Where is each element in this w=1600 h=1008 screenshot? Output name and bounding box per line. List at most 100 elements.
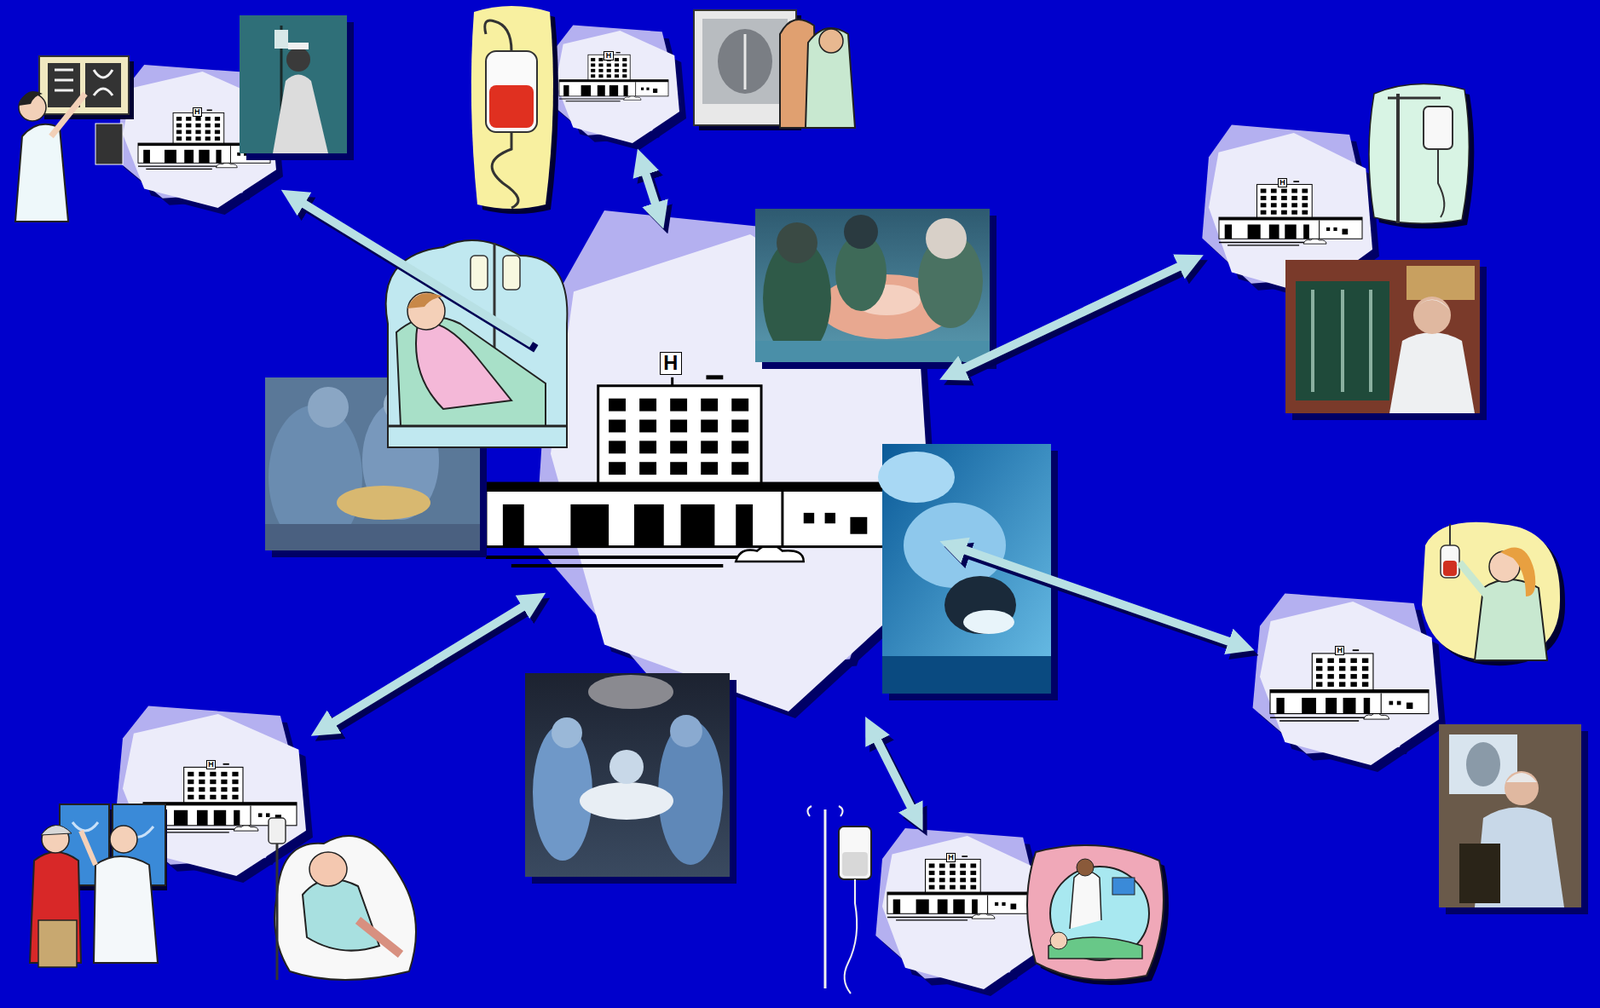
doctor-photo-part [1389,332,1475,414]
hospital-building-part [220,779,227,785]
hospital-building-part [1326,227,1330,232]
hospital-building-part [231,779,238,785]
hospital-building-part [731,440,749,454]
hospital-building-part [961,855,968,858]
doctor-photo-part [1285,259,1480,414]
hospital-building-part [230,145,232,163]
hospital-building-part [173,112,225,144]
hospital-building-part [1339,674,1346,680]
hospital-building-part [231,772,238,777]
hospital-building-part [634,504,665,548]
hospital-building-part [670,398,688,412]
hospital-building-part [205,136,211,141]
doctor-photo [1285,259,1487,421]
doctor-photo-part [1504,771,1539,806]
hospital-building-part [970,877,977,883]
hospital-building-part [887,917,977,920]
iv-bag-clipart-part [489,85,534,128]
hospital-building-part [959,871,966,876]
hospital-building-part [590,69,595,73]
hospital-building-part [214,123,220,128]
hospital-building [1270,649,1429,722]
hospital-building-part [207,109,213,112]
mri-clipart-part [1050,932,1068,950]
patient-bed-clipart-part [470,255,488,290]
hospital-building-part [1224,224,1232,239]
hospital-building-part [205,116,211,122]
hospital-building-part [1350,666,1357,672]
hospital-building-part [949,863,956,868]
hospital-building-part [485,483,910,492]
hospital-emblem [550,24,687,151]
hospital-building-part [185,116,191,122]
iv-pole-clipart-part [807,806,843,817]
hospital-building-part [184,150,194,164]
hospital-building-part [1260,188,1267,193]
hospital-building-part [1327,681,1334,688]
hospital-building-part [1318,219,1320,239]
hospital-building-part [1350,681,1357,688]
hospital-building [887,855,1031,921]
hospital-building-part [195,136,201,141]
doctors-clipart-part [40,825,72,836]
hospital-building-part [959,877,966,883]
hospital-building-part [214,130,220,135]
hospital-building-part [1339,681,1346,688]
xray-monitor-clipart-part [819,28,844,53]
connectors [294,164,1239,817]
doctor-photo-part [1466,742,1501,787]
iv-bag-clipart [471,5,559,214]
hospital-sign: H [603,51,613,61]
hospital-building-part [570,504,609,548]
hospital-building-part [705,375,723,380]
hospital-node: H [882,836,1046,990]
hospital-building-part [590,57,595,62]
doctor-photo-part [1311,289,1315,393]
hospital-building-part [1276,698,1284,715]
hospital-building-part [1010,904,1017,911]
hospital-building-part [994,902,999,907]
hospital-building-part [929,863,936,868]
hospital-building-part [609,85,619,97]
mri-clipart-part [1027,845,1164,981]
hospital-building-part [185,130,191,135]
doctor-photo [1438,724,1589,915]
patient-bed-clipart-part [387,425,567,428]
hospital-building-part [1311,653,1374,691]
hospital-building-part [1284,224,1296,239]
hospital-building-part [614,74,619,78]
hospital-building-part [925,859,982,893]
surgery-photo-part [903,502,1006,589]
iv-pole-clipart-part [842,852,868,877]
hospital-building-part [220,795,227,800]
hospital-building-part [1260,210,1267,215]
hospital-building-part [959,863,966,868]
hospital-building-part [616,51,621,53]
hospital-building-part [187,779,194,785]
hospital-building-part [1281,202,1288,208]
hospital-node: H [1208,132,1373,295]
double-arrow [955,547,1240,646]
hospital-building-part [939,885,946,890]
hospital-building-part [1291,202,1298,208]
hospital-building-part [959,885,966,890]
hospital-building-part [198,779,205,785]
hospital-node: H [1259,601,1439,766]
hospital-building-part [231,787,238,792]
hospital-building-part [176,123,182,128]
mri-clipart-part [1076,859,1094,877]
hospital-building-part [1281,188,1288,193]
iv-bag-clipart-part [1438,149,1445,218]
connector-shadows [299,169,1243,822]
hospital-building-part [681,504,716,548]
hospital-building-part [825,513,836,524]
hospital-building-part [198,795,205,800]
hospital-building-part [652,88,658,93]
hospital-building-part [1301,698,1317,715]
hospital-building-part [1218,217,1363,239]
doctor-photo-part [1340,289,1345,393]
nurse-clipart-part [1500,547,1536,597]
hospital-building-part [1325,698,1337,715]
nurse-photo [239,15,354,161]
hospital-building-part [614,69,619,73]
